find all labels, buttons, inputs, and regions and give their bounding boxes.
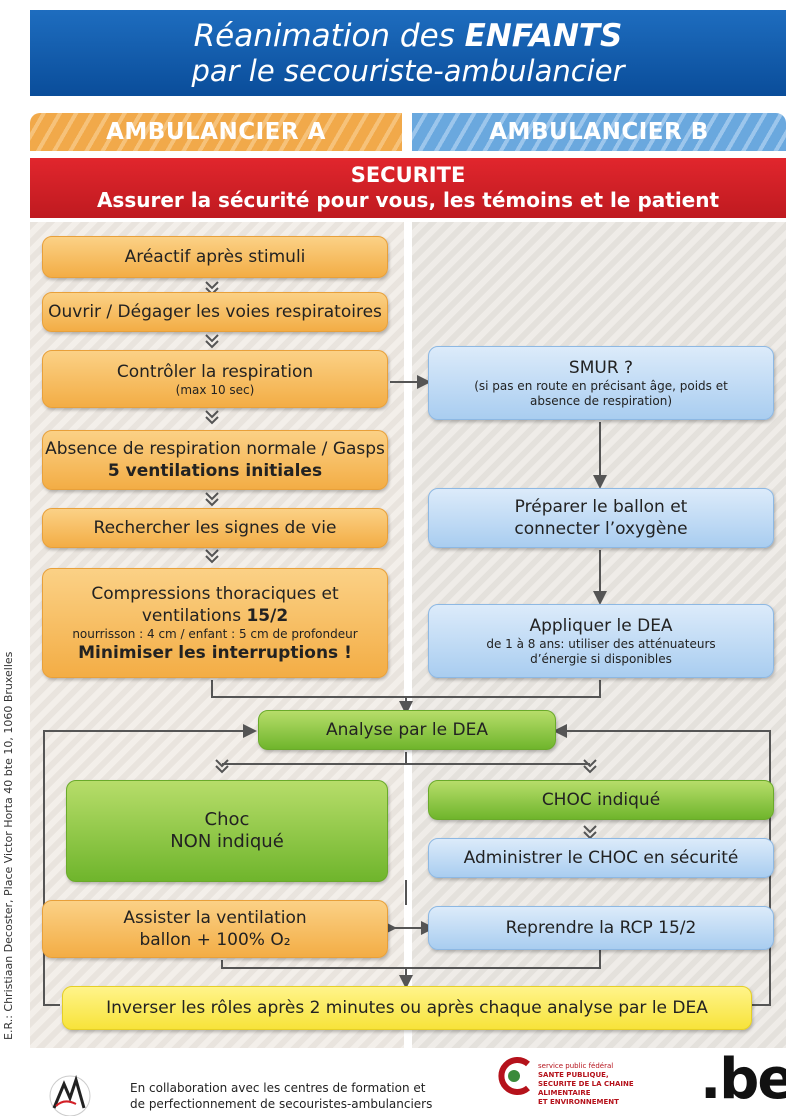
spf-line4: ET ENVIRONNEMENT	[538, 1098, 619, 1106]
spf-line3: SECURITE DE LA CHAINE ALIMENTAIRE	[538, 1080, 634, 1097]
compressions-line1: Compressions thoraciques et	[91, 583, 339, 604]
securite-banner: SECURITE Assurer la sécurité pour vous, …	[30, 158, 786, 218]
editor-responsible-text: E.R.: Christiaan Decoster, Place Victor …	[2, 651, 15, 1040]
spf-logo-icon	[498, 1057, 530, 1095]
title-line1: Réanimation des ENFANTS	[193, 18, 623, 54]
step-choc-indique: CHOC indiqué	[428, 780, 774, 820]
spf-logo-text: service public fédéral SANTE PUBLIQUE, S…	[538, 1062, 688, 1107]
securite-subtitle: Assurer la sécurité pour vous, les témoi…	[96, 188, 720, 212]
compressions-bold: Minimiser les interruptions !	[78, 642, 352, 663]
choc-non-line2: NON indiqué	[170, 831, 284, 852]
collab-line2: de perfectionnement de secouristes-ambul…	[130, 1097, 433, 1111]
step-areactif: Aréactif après stimuli	[42, 236, 388, 278]
step-assister-ventilation: Assister la ventilation ballon + 100% O₂	[42, 900, 388, 958]
preparer-line2: connecter l’oxygène	[514, 519, 688, 539]
step-ouvrir-voies: Ouvrir / Dégager les voies respiratoires	[42, 292, 388, 332]
controler-label: Contrôler la respiration	[116, 361, 314, 382]
step-smur: SMUR ? (si pas en route en précisant âge…	[428, 346, 774, 420]
collaboration-text: En collaboration avec les centres de for…	[130, 1080, 460, 1112]
spf-line1: service public fédéral	[538, 1062, 614, 1070]
step-absence-respiration: Absence de respiration normale / Gasps 5…	[42, 430, 388, 490]
dea-label: Appliquer le DEA	[529, 616, 673, 636]
choc-non-line1: Choc	[204, 809, 250, 830]
controler-note: (max 10 sec)	[175, 382, 255, 397]
assister-line1: Assister la ventilation	[123, 908, 307, 928]
step-rechercher-signes: Rechercher les signes de vie	[42, 508, 388, 548]
compressions-note: nourrisson : 4 cm / enfant : 5 cm de pro…	[72, 626, 358, 641]
absence-bold: 5 ventilations initiales	[107, 461, 323, 481]
absence-label: Absence de respiration normale / Gasps	[45, 439, 385, 459]
compressions-line2: ventilations 15/2	[141, 605, 289, 626]
assister-line2: ballon + 100% O₂	[139, 930, 291, 950]
collab-line1: En collaboration avec les centres de for…	[130, 1081, 426, 1095]
title-line2: par le secouriste-ambulancier	[191, 54, 625, 88]
preparer-line1: Préparer le ballon et	[514, 497, 688, 517]
header-ambulancier-b: AMBULANCIER B	[412, 113, 786, 151]
step-reprendre-rcp: Reprendre la RCP 15/2	[428, 906, 774, 950]
smur-label: SMUR ?	[568, 358, 634, 378]
step-appliquer-dea: Appliquer le DEA de 1 à 8 ans: utiliser …	[428, 604, 774, 678]
title-banner: Réanimation des ENFANTS par le secourist…	[30, 10, 786, 96]
step-preparer-ballon: Préparer le ballon et connecter l’oxygèn…	[428, 488, 774, 548]
step-inverser-roles: Inverser les rôles après 2 minutes ou ap…	[62, 986, 752, 1030]
step-analyse-dea: Analyse par le DEA	[258, 710, 556, 750]
dea-note: de 1 à 8 ans: utiliser des atténuateurs …	[486, 637, 716, 666]
be-logo: .be	[700, 1047, 786, 1112]
smur-note: (si pas en route en précisant âge, poids…	[474, 379, 728, 408]
spf-line2: SANTE PUBLIQUE,	[538, 1071, 609, 1079]
brc-logo	[49, 1074, 91, 1116]
step-compressions: Compressions thoraciques et ventilations…	[42, 568, 388, 678]
securite-title: SECURITE	[350, 163, 466, 187]
step-choc-non-indique: Choc NON indiqué	[66, 780, 388, 882]
header-ambulancier-a: AMBULANCIER A	[30, 113, 402, 151]
step-controler-respiration: Contrôler la respiration (max 10 sec)	[42, 350, 388, 408]
step-administrer-choc: Administrer le CHOC en sécurité	[428, 838, 774, 878]
